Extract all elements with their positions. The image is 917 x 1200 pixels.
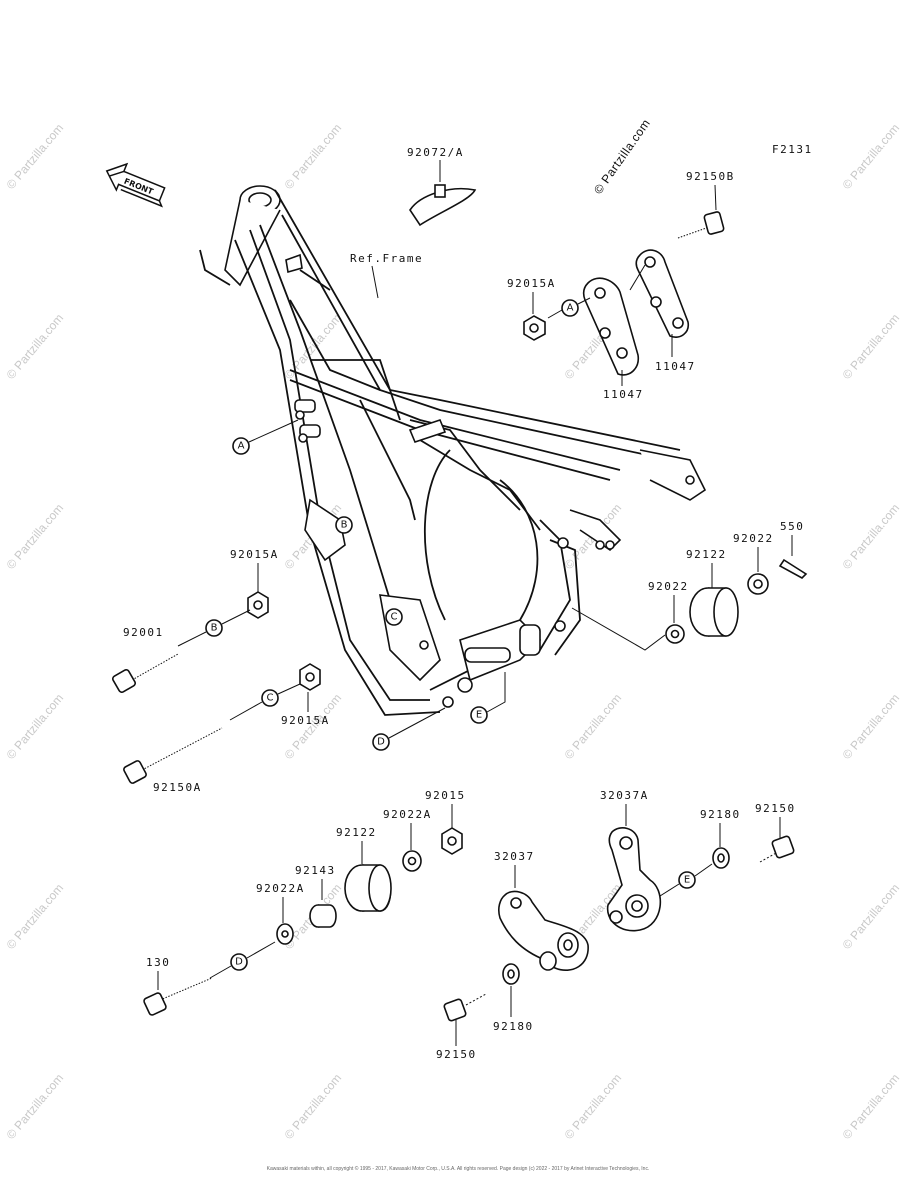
- callout-e-circle: [678, 871, 696, 889]
- callout-b: B: [211, 623, 218, 634]
- part-label: 92150B: [686, 170, 735, 183]
- engine-mount-plate: [582, 277, 640, 376]
- part-label: 130: [146, 956, 170, 969]
- watermark: © Partzilla.com: [562, 1071, 625, 1142]
- watermark: © Partzilla.com: [840, 121, 903, 192]
- shoulder-bolt-part: [443, 993, 487, 1022]
- watermark: © Partzilla.com: [282, 121, 345, 192]
- callout-b: B: [341, 520, 348, 531]
- callout-a-circle: [232, 437, 250, 455]
- part-label: 92150A: [153, 781, 202, 794]
- rubber-bushing-part: [689, 587, 739, 637]
- engine-mount-plate: [635, 249, 690, 338]
- nut-part: [523, 315, 546, 341]
- nut-part: [299, 663, 321, 691]
- callout-d: D: [377, 737, 385, 748]
- nut-part: [441, 827, 463, 855]
- part-label: 92072/A: [407, 146, 464, 159]
- watermark-dark: © Partzilla.com: [591, 116, 653, 196]
- watermark: © Partzilla.com: [4, 1071, 67, 1142]
- part-label: 92180: [700, 808, 741, 821]
- part-label: 92015A: [281, 714, 330, 727]
- callout-c-circle: [385, 608, 403, 626]
- bolt-part: [677, 211, 725, 239]
- part-label: 92022A: [383, 808, 432, 821]
- callout-e: E: [684, 875, 690, 886]
- part-label: 92022: [733, 532, 774, 545]
- callout-d-circle: [230, 953, 248, 971]
- watermark: © Partzilla.com: [4, 881, 67, 952]
- callout-c: C: [267, 693, 274, 704]
- figure-code: F2131: [772, 143, 813, 156]
- part-label: 11047: [603, 388, 644, 401]
- ref-frame-label: Ref.Frame: [350, 252, 423, 265]
- part-label: 92150: [755, 802, 796, 815]
- nut-part: [247, 591, 269, 619]
- cotter-pin-part: [778, 558, 808, 579]
- part-label: 92143: [295, 864, 336, 877]
- watermark: © Partzilla.com: [282, 1071, 345, 1142]
- callout-a: A: [567, 303, 574, 314]
- part-label: 32037A: [600, 789, 649, 802]
- watermark: © Partzilla.com: [840, 1071, 903, 1142]
- watermark: © Partzilla.com: [840, 501, 903, 572]
- motorcycle-frame: [199, 185, 707, 716]
- part-label: 92015: [425, 789, 466, 802]
- clip-part: [409, 184, 477, 227]
- watermark: © Partzilla.com: [4, 691, 67, 762]
- part-label: 92015A: [507, 277, 556, 290]
- part-label: 92122: [686, 548, 727, 561]
- part-label: 92022A: [256, 882, 305, 895]
- callout-e-circle: [470, 706, 488, 724]
- callout-c: C: [391, 612, 398, 623]
- part-label: 11047: [655, 360, 696, 373]
- rubber-bushing-part: [344, 864, 392, 912]
- part-label: 92150: [436, 1048, 477, 1061]
- engine-bracket-part: [498, 890, 589, 971]
- callout-c-circle: [261, 689, 279, 707]
- watermark: © Partzilla.com: [840, 311, 903, 382]
- watermark: © Partzilla.com: [840, 691, 903, 762]
- long-bolt-part: [123, 727, 223, 784]
- callout-b-circle: [335, 516, 353, 534]
- callout-a-circle: [561, 299, 579, 317]
- watermark: © Partzilla.com: [562, 691, 625, 762]
- callout-b-circle: [205, 619, 223, 637]
- watermark: © Partzilla.com: [4, 501, 67, 572]
- part-label: 92001: [123, 626, 164, 639]
- watermark: © Partzilla.com: [4, 311, 67, 382]
- watermark: © Partzilla.com: [840, 881, 903, 952]
- copyright-text: Kawasaki materials within, all copyright…: [267, 1165, 650, 1172]
- shoulder-bolt-part: [759, 835, 795, 863]
- front-arrow-icon: FRONT: [105, 162, 166, 208]
- part-label: 550: [780, 520, 804, 533]
- part-label: 92122: [336, 826, 377, 839]
- part-label: 92180: [493, 1020, 534, 1033]
- part-label: 92022: [648, 580, 689, 593]
- callout-e: E: [476, 710, 482, 721]
- callout-d: D: [235, 957, 243, 968]
- part-label: 32037: [494, 850, 535, 863]
- part-label: 92015A: [230, 548, 279, 561]
- callout-a: A: [238, 441, 245, 452]
- engine-bracket-part: [606, 827, 662, 932]
- collar-part: [309, 904, 337, 928]
- bolt-part: [143, 977, 213, 1016]
- bolt-part: [112, 653, 179, 693]
- callout-d-circle: [372, 733, 390, 751]
- watermark: © Partzilla.com: [4, 121, 67, 192]
